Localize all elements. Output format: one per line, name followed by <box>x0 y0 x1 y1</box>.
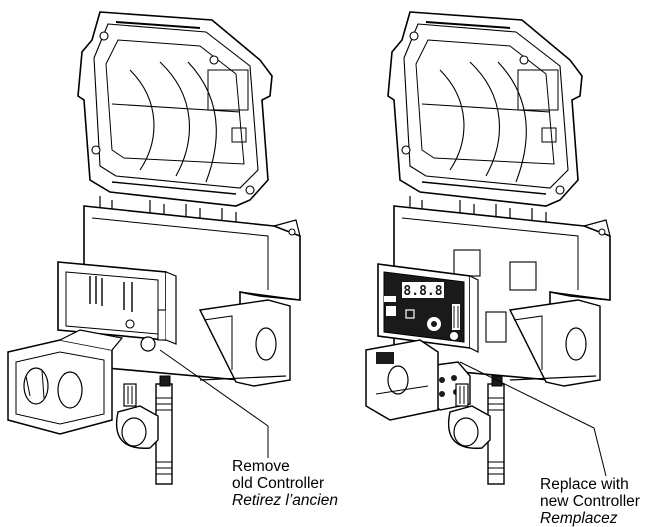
caption-line-3: Remplacez <box>540 510 618 527</box>
caption-line-3: Retirez l’ancien <box>232 492 338 509</box>
left-illustration <box>7 11 301 485</box>
display-readout: 8.8.8 <box>403 284 442 299</box>
right-lid <box>387 11 583 207</box>
right-valve <box>447 375 505 485</box>
new-controller: 8.8.8 <box>377 263 479 353</box>
caption-line-1: Replace with <box>540 476 629 493</box>
right-illustration: 8.8.8 <box>365 11 611 485</box>
caption-line-2: old Controller <box>232 475 325 492</box>
left-battery-tray <box>7 329 124 435</box>
caption-line-2: new Controller <box>540 493 640 510</box>
replace-controller-caption: Replace with new Controller Remplacez <box>540 476 646 527</box>
right-battery-tray <box>365 339 439 421</box>
left-valve <box>115 375 173 485</box>
old-controller-board <box>57 261 177 352</box>
remove-controller-caption: Remove old Controller Retirez l’ancien <box>232 458 338 509</box>
caption-line-1: Remove <box>232 458 290 475</box>
right-circuit-board <box>453 249 537 343</box>
right-leader-line <box>459 361 607 477</box>
left-lid <box>77 11 273 207</box>
left-leader-line <box>159 349 269 458</box>
